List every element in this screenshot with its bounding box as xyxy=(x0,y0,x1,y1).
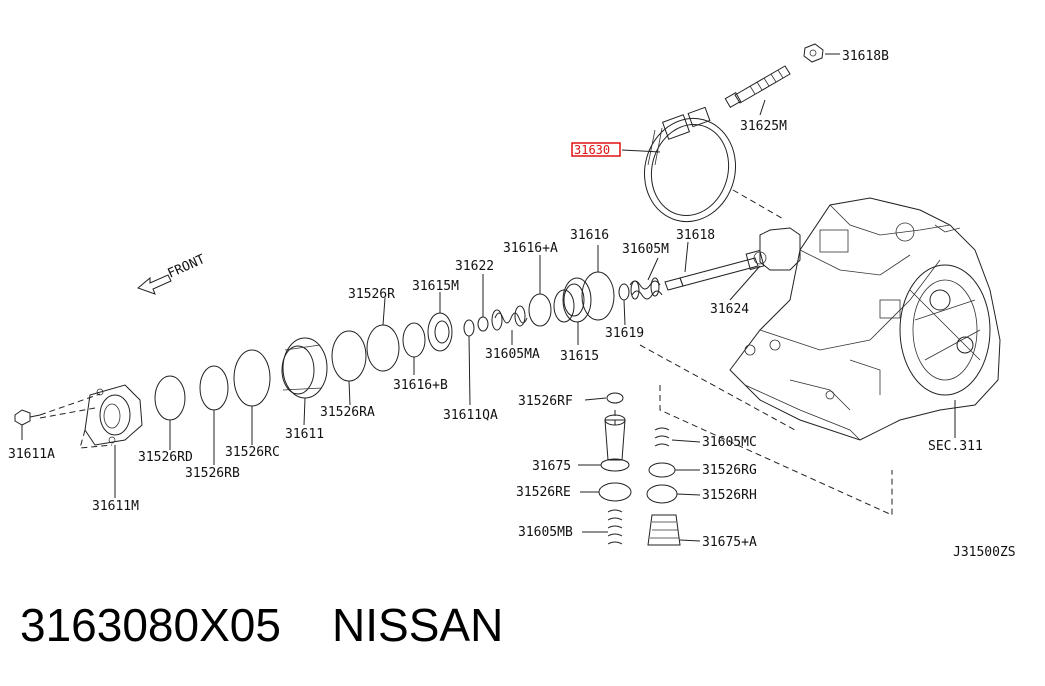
part-label-31611A[interactable]: 31611A xyxy=(8,447,55,462)
leader-lines xyxy=(21,99,956,542)
part-label-31611[interactable]: 31611 xyxy=(285,427,324,442)
part-label-31605MC[interactable]: 31605MC xyxy=(702,435,757,450)
part-label-31618B[interactable]: 31618B xyxy=(842,49,889,64)
guide-lines xyxy=(614,189,893,516)
part-label-31675[interactable]: 31675 xyxy=(532,459,571,474)
part-label-31526RH[interactable]: 31526RH xyxy=(702,488,757,503)
part-label-31618[interactable]: 31618 xyxy=(676,228,715,243)
diagram-id-label: J31500ZS xyxy=(953,545,1016,560)
front-arrow-icon xyxy=(137,274,172,295)
part-label-31675A[interactable]: 31675+A xyxy=(702,535,757,550)
part-label-31616B[interactable]: 31616+B xyxy=(393,378,448,393)
highlight-box xyxy=(571,142,621,157)
part-label-31526RD[interactable]: 31526RD xyxy=(138,450,193,465)
part-label-31630[interactable]: 31630 xyxy=(574,143,610,157)
part-label-31526RF[interactable]: 31526RF xyxy=(518,394,573,409)
part-label-31616A[interactable]: 31616+A xyxy=(503,241,558,256)
servo-piston-drawing xyxy=(463,271,615,337)
part-label-31625M[interactable]: 31625M xyxy=(740,119,787,134)
part-label-31605MB[interactable]: 31605MB xyxy=(518,525,573,540)
cup-and-seals-drawing xyxy=(331,312,453,382)
part-label-31526RG[interactable]: 31526RG xyxy=(702,463,757,478)
part-label-31526RC[interactable]: 31526RC xyxy=(225,445,280,460)
section-label-sec311[interactable]: SEC.311 xyxy=(928,439,983,454)
part-label-31615[interactable]: 31615 xyxy=(560,349,599,364)
part-label-31526RB[interactable]: 31526RB xyxy=(185,466,240,481)
part-label-31616[interactable]: 31616 xyxy=(570,228,609,243)
part-number-caption: 3163080X05 NISSAN xyxy=(20,599,504,651)
part-label-31605M[interactable]: 31605M xyxy=(622,242,669,257)
servo-cover-drawing xyxy=(154,337,328,421)
part-label-31605MA[interactable]: 31605MA xyxy=(485,347,540,362)
part-label-31619[interactable]: 31619 xyxy=(605,326,644,341)
transmission-case-drawing xyxy=(729,197,1001,441)
part-label-31624[interactable]: 31624 xyxy=(710,302,749,317)
springs-drawing xyxy=(491,277,663,331)
part-label-31526R[interactable]: 31526R xyxy=(348,287,395,302)
front-label: FRONT xyxy=(166,252,208,282)
valve-parts-drawing xyxy=(598,392,681,546)
anchor-stud-drawing xyxy=(724,43,840,109)
brake-band-drawing xyxy=(643,106,737,223)
part-label-31615M[interactable]: 31615M xyxy=(412,279,459,294)
part-label-31611QA[interactable]: 31611QA xyxy=(443,408,498,423)
piston-rod-drawing xyxy=(664,249,767,291)
servo-housing-drawing xyxy=(14,384,143,449)
part-label-31611M[interactable]: 31611M xyxy=(92,499,139,514)
part-label-31526RA[interactable]: 31526RA xyxy=(320,405,375,420)
part-label-31526RE[interactable]: 31526RE xyxy=(516,485,571,500)
part-label-31622[interactable]: 31622 xyxy=(455,259,494,274)
